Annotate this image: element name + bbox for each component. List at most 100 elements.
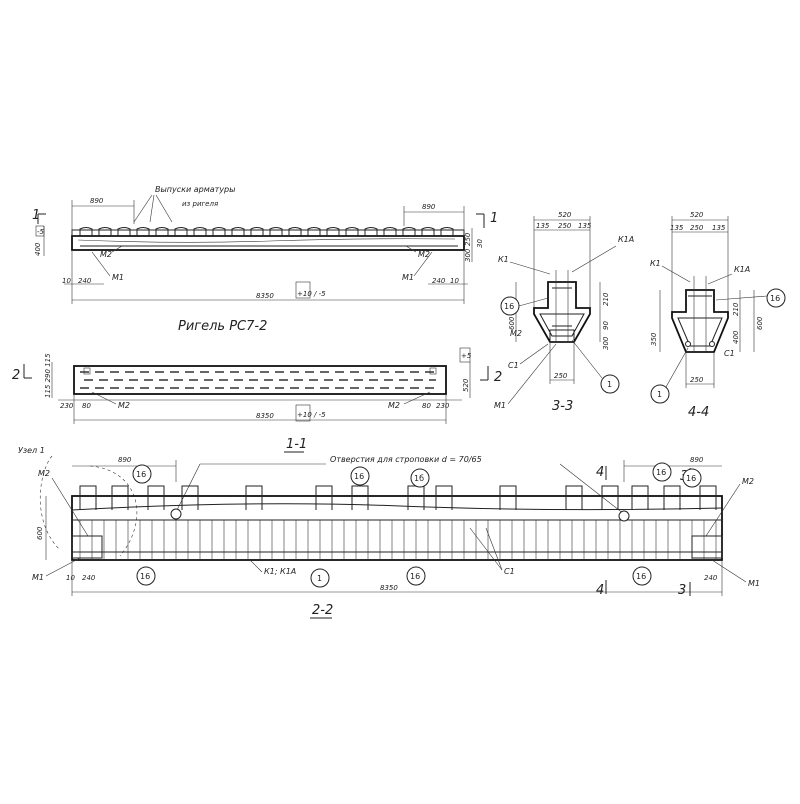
leader — [715, 295, 768, 301]
outlet-loop — [136, 227, 150, 236]
s33-c1: С1 — [508, 361, 519, 370]
s44-k1a: К1А — [734, 265, 750, 274]
outlet-loop — [250, 227, 264, 236]
dim-30: 30 — [476, 239, 484, 248]
rebar-loop — [699, 485, 717, 510]
s11-circle-16-f — [406, 566, 426, 586]
s11-circle-16-g — [632, 566, 652, 586]
rebar-loop — [147, 485, 165, 510]
s11-c1: С1 — [504, 567, 515, 576]
s11-circle-1-text: 1 — [317, 574, 322, 583]
leader — [665, 347, 689, 388]
s11-circle-16-d-text: 16 — [686, 474, 696, 483]
s44-dim-135-l: 135 — [670, 224, 684, 232]
tol-box — [459, 347, 471, 363]
s11-label: 1-1 — [286, 437, 307, 452]
rebar-note-2: из ригеля — [182, 200, 218, 208]
section-3-3: 520 135 250 135 210 90 300 600 250 К1 К1… — [494, 211, 634, 414]
leader — [707, 273, 733, 285]
m2-right: М2 — [418, 250, 430, 259]
s11-dim-890-r: 890 — [690, 456, 704, 464]
beam-top-strip — [71, 229, 465, 237]
outlet-loop — [383, 227, 397, 236]
holes-note: Отверстия для строповки d = 70/65 — [330, 455, 482, 464]
tol-right: +5 — [461, 352, 472, 360]
outlet-loop — [98, 227, 112, 236]
leader — [249, 559, 263, 573]
leader — [518, 297, 549, 307]
dim-230-left: 230 — [60, 402, 74, 410]
m1-plate — [549, 329, 575, 343]
dim-890-left: 890 — [90, 197, 104, 205]
s33-dim-90: 90 — [602, 321, 610, 330]
s33-dim-250-b: 250 — [554, 372, 568, 380]
leader — [45, 557, 81, 577]
s11-circle-16-e — [136, 566, 156, 586]
rebar-loop — [435, 485, 453, 510]
tol-box-text: +10 / -5 — [297, 290, 326, 298]
s44-circle-16-text: 16 — [770, 294, 780, 303]
leader — [91, 251, 111, 277]
s33-m1: М1 — [494, 401, 506, 410]
outlet-loop — [440, 227, 454, 236]
rebar-loop — [315, 485, 333, 510]
s11-k1k1a: К1; К1А — [264, 567, 296, 576]
s11-circle-16-c-text: 16 — [656, 468, 666, 477]
dim-10-left: 10 — [62, 277, 71, 285]
s44-dim-210: 210 — [732, 302, 740, 316]
outlet-loop — [364, 227, 378, 236]
bar-dot — [709, 341, 715, 347]
cut-1-right: 1 — [490, 211, 498, 226]
cut-3-bot: 3 — [678, 583, 686, 598]
s33-dim-135-l: 135 — [536, 222, 550, 230]
s11-dim-8350: 8350 — [380, 584, 398, 592]
rebar-loop — [565, 485, 583, 510]
outlet-loop — [231, 227, 245, 236]
cut-2-left: 2 — [12, 368, 20, 383]
section-1-1: 1-1 Отверстия для строповки d = 70/65 Уз… — [18, 437, 760, 619]
s11-circle-16-d — [682, 468, 702, 488]
m2-right-plan: М2 — [388, 401, 400, 410]
leader — [405, 245, 417, 253]
m1-left: М1 — [112, 273, 124, 282]
s33-profile — [533, 281, 591, 343]
dim-250: 250 — [464, 232, 472, 246]
s44-circle-1-text: 1 — [657, 390, 662, 399]
s11-dim-890-l: 890 — [118, 456, 132, 464]
leader — [149, 194, 155, 223]
s44-c1: С1 — [724, 349, 735, 358]
outlet-loop — [402, 227, 416, 236]
rebar-loop — [79, 485, 97, 510]
lifting-hole-left — [170, 508, 182, 520]
s11-m1-r: М1 — [748, 579, 760, 588]
node-label: Узел 1 — [18, 446, 45, 455]
rebar-loop — [351, 485, 369, 510]
s11-m2-r: М2 — [742, 477, 754, 486]
cut-1-left: 1 — [32, 208, 40, 223]
leader — [51, 477, 89, 537]
s33-k1a: К1А — [618, 235, 634, 244]
tol-box — [295, 281, 311, 299]
rebar-loop — [181, 485, 199, 510]
dim-240-right: 240 — [432, 277, 446, 285]
s44-dim-250-b: 250 — [690, 376, 704, 384]
leader — [507, 343, 557, 405]
plan-body — [73, 365, 447, 395]
s44-label: 4-4 — [688, 405, 709, 420]
s11-circle-16-e-text: 16 — [140, 572, 150, 581]
lifting-hole-right — [618, 510, 630, 522]
leader — [485, 527, 503, 571]
s44-inner — [677, 317, 723, 347]
leader — [509, 261, 551, 275]
s33-dim-600: 600 — [508, 316, 516, 330]
dim-height: 400 — [34, 242, 42, 256]
s11-circle-16-c — [652, 462, 672, 482]
s33-circle-1-text: 1 — [607, 380, 612, 389]
outlet-loop — [174, 227, 188, 236]
dim-10-right: 10 — [450, 277, 459, 285]
s11-dim-10: 10 — [66, 574, 75, 582]
dim-box — [35, 225, 45, 237]
s11-circle-16-b-text: 16 — [354, 472, 364, 481]
s33-circle-1 — [600, 374, 620, 394]
